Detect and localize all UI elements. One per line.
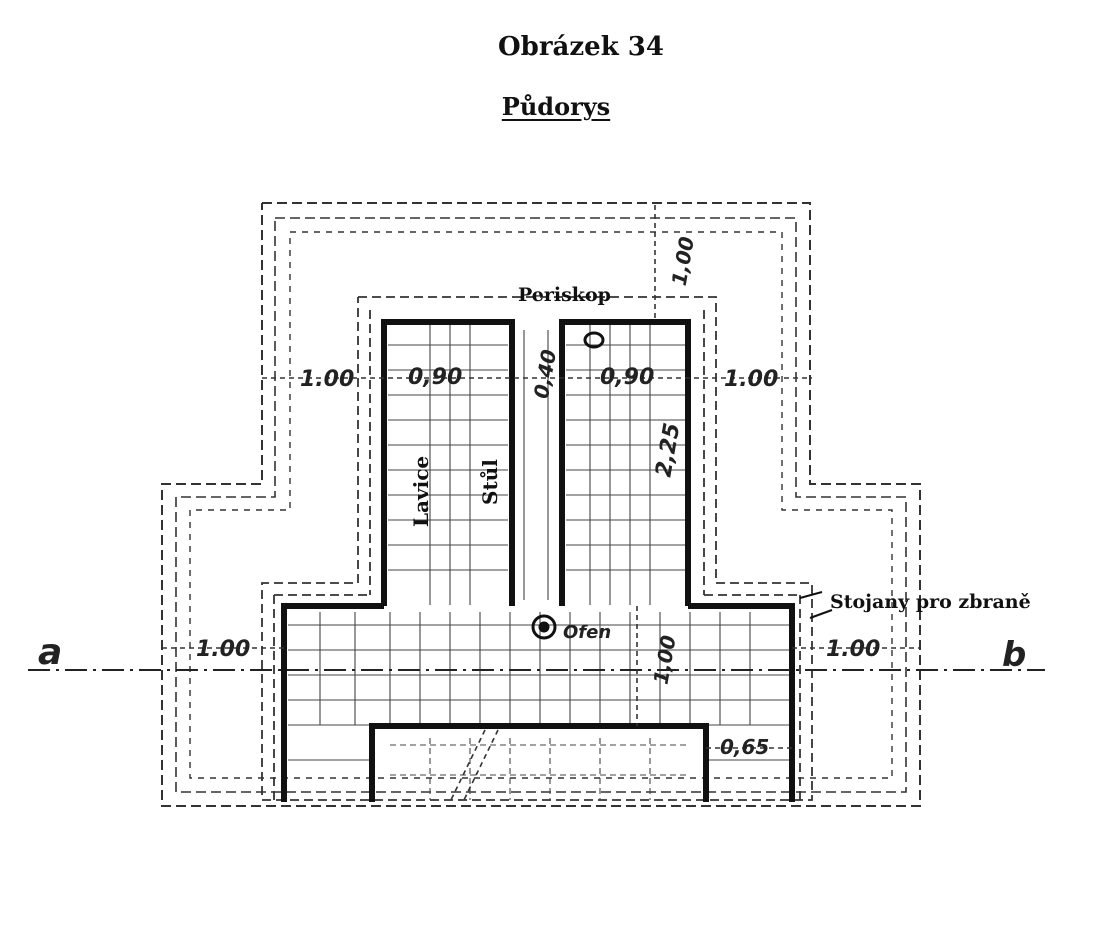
dim-left-room: 0,90 <box>408 365 462 390</box>
outer-foundation-outline <box>161 202 921 807</box>
figure-title: Obrázek 34 <box>498 32 664 62</box>
main-walls <box>281 319 795 802</box>
stove-symbol <box>531 614 557 640</box>
dim-rear-depth: 1,00 <box>667 235 699 288</box>
floor-grid <box>288 325 790 800</box>
table-label: Stůl <box>478 459 502 505</box>
bench-label: Lavice <box>409 456 433 527</box>
ladder <box>449 729 499 803</box>
dim-right-wall: 1.00 <box>724 367 778 392</box>
weapon-rack-marks <box>799 591 833 619</box>
weapon-racks-label: Stojany pro zbraně <box>830 591 1031 613</box>
inner-wall-outline <box>261 296 813 801</box>
periscope-symbol <box>583 331 605 349</box>
section-label-a: a <box>38 632 62 673</box>
figure-subtitle: Půdorys <box>501 92 611 121</box>
stove-label: Ofen <box>563 622 611 643</box>
dim-right-room: 0,90 <box>600 365 654 390</box>
dim-entry-width: 0,65 <box>720 735 769 759</box>
dim-lower-left: 1.00 <box>196 637 250 662</box>
dim-lower-right: 1.00 <box>826 637 880 662</box>
dim-left-wall: 1.00 <box>300 367 354 392</box>
dim-hall-depth: 1,00 <box>649 633 681 686</box>
periscope-label: Periskop <box>518 284 611 306</box>
dim-center-gap: 0,40 <box>529 348 561 401</box>
section-label-b: b <box>1002 635 1026 675</box>
dimension-lines <box>162 205 920 749</box>
